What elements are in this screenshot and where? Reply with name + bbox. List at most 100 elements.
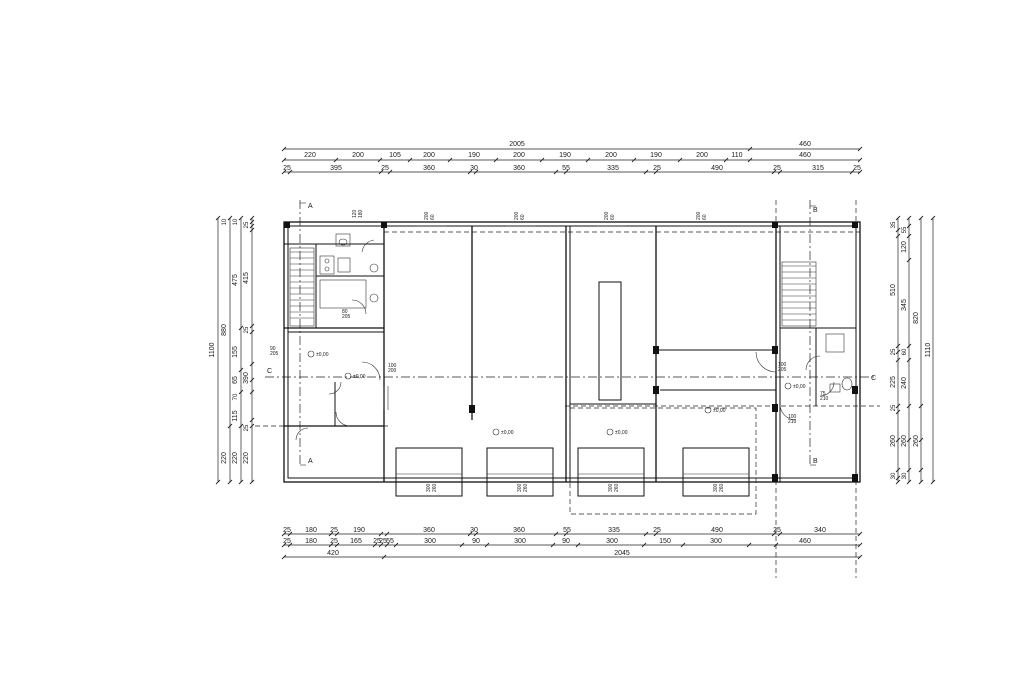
bottom-dim: 90 <box>562 538 570 545</box>
left-dim: 475 <box>232 274 239 286</box>
dimension-tick <box>378 542 384 548</box>
left-dim: 25 <box>244 221 250 228</box>
dimension-tick <box>381 554 387 560</box>
dimension-tick <box>895 437 901 443</box>
dimension-tick <box>473 531 479 537</box>
dimension-tick <box>771 531 777 537</box>
dimension-tick <box>746 542 752 548</box>
staircase-left <box>289 247 315 327</box>
left-dim: 10 <box>222 218 228 225</box>
left-dim: 155 <box>232 346 239 358</box>
bottom-dim: 25 <box>379 538 387 545</box>
dimension-tick <box>384 542 390 548</box>
top-dimension-chains: 2005 460 220 200 105 200 190 200 190 200… <box>281 141 863 175</box>
bottom-dimension-chains: 25 180 25 190 360 30 360 55 335 25 490 2… <box>281 527 863 560</box>
dimension-tick <box>641 542 647 548</box>
dimension-tick <box>281 554 287 560</box>
dimension-tick <box>553 169 559 175</box>
dimension-tick <box>249 215 255 221</box>
section-mark-b-top: B <box>813 207 818 214</box>
right-dim: 30 <box>902 472 908 479</box>
dimension-tick <box>539 157 545 163</box>
shopfront-tag: 300 <box>517 483 523 492</box>
door-tag: 205 <box>270 351 279 357</box>
top-dim: 190 <box>650 152 662 159</box>
dimension-tick <box>895 409 901 415</box>
top-dim: 200 <box>513 152 525 159</box>
top-dim: 55 <box>562 165 570 172</box>
window-tag: 60 <box>430 214 436 220</box>
dimension-tick <box>895 349 901 355</box>
dimension-tick <box>407 157 413 163</box>
dimension-tick <box>895 215 901 221</box>
right-dim: 240 <box>901 377 908 389</box>
left-dim: 390 <box>243 372 250 384</box>
bottom-dim: 420 <box>327 550 339 557</box>
dimension-tick <box>930 479 936 485</box>
dimension-tick <box>550 542 556 548</box>
dimension-tick <box>563 169 569 175</box>
dimension-tick <box>334 531 340 537</box>
dimension-tick <box>906 215 912 221</box>
dimension-tick <box>906 343 912 349</box>
bottom-dim: 490 <box>711 527 723 534</box>
level-marker: ±0,00 <box>793 384 806 390</box>
bottom-dim: 300 <box>710 538 722 545</box>
right-dim: 60 <box>902 348 908 355</box>
window-tag: 60 <box>520 214 526 220</box>
right-dim: 820 <box>913 312 920 324</box>
dimension-tick <box>249 219 255 225</box>
dimension-tick <box>777 169 783 175</box>
dimension-tick <box>918 467 924 473</box>
dimension-tick <box>653 169 659 175</box>
dimension-tick <box>631 157 637 163</box>
right-dim: 260 <box>890 435 897 447</box>
door-tag: 205 <box>342 314 351 320</box>
window-tag: 60 <box>610 214 616 220</box>
top-dim: 490 <box>711 165 723 172</box>
door-tag: 80 <box>342 309 348 315</box>
right-dim: 30 <box>891 472 897 479</box>
bottom-dim: 190 <box>353 527 365 534</box>
right-dim: 1110 <box>925 343 932 358</box>
bottom-dim: 360 <box>423 527 435 534</box>
dimension-tick <box>747 146 753 152</box>
top-dim: 25 <box>853 165 861 172</box>
dimension-tick <box>906 467 912 473</box>
top-dim: 190 <box>468 152 480 159</box>
dimension-tick <box>895 227 901 233</box>
dimension-tick <box>238 367 244 373</box>
bottom-dim: 25 <box>330 538 338 545</box>
top-dim: 105 <box>389 152 401 159</box>
section-mark-c-left: C <box>267 368 272 375</box>
window-tag: 200 <box>696 211 702 220</box>
dimension-tick <box>906 479 912 485</box>
dimension-tick <box>857 157 863 163</box>
shopfront-tag: 260 <box>523 483 529 492</box>
dimension-tick <box>575 542 581 548</box>
top-dim: 220 <box>304 152 316 159</box>
bottom-dim: 25 <box>283 527 291 534</box>
dimension-tick <box>377 157 383 163</box>
dimension-tick <box>249 361 255 367</box>
top-dim: 315 <box>812 165 824 172</box>
level-marker: ±0,00 <box>316 352 329 358</box>
dimension-tick <box>895 467 901 473</box>
left-dim: 25 <box>244 424 250 431</box>
right-dim: 510 <box>890 284 897 296</box>
window-tag: 200 <box>514 211 520 220</box>
dimension-tick <box>857 542 863 548</box>
dimension-tick <box>680 542 686 548</box>
dimension-tick <box>372 542 378 548</box>
left-dim: 220 <box>232 452 239 464</box>
left-dim: 65 <box>232 376 239 384</box>
structural-columns <box>284 222 858 482</box>
dimension-tick <box>493 157 499 163</box>
dimension-tick <box>467 531 473 537</box>
door-tag: 100 <box>788 414 797 420</box>
left-dim: 115 <box>232 410 239 421</box>
bottom-dim: 340 <box>814 527 826 534</box>
window-tag: 200 <box>604 211 610 220</box>
top-dim: 360 <box>423 165 435 172</box>
dimension-tick <box>227 479 233 485</box>
